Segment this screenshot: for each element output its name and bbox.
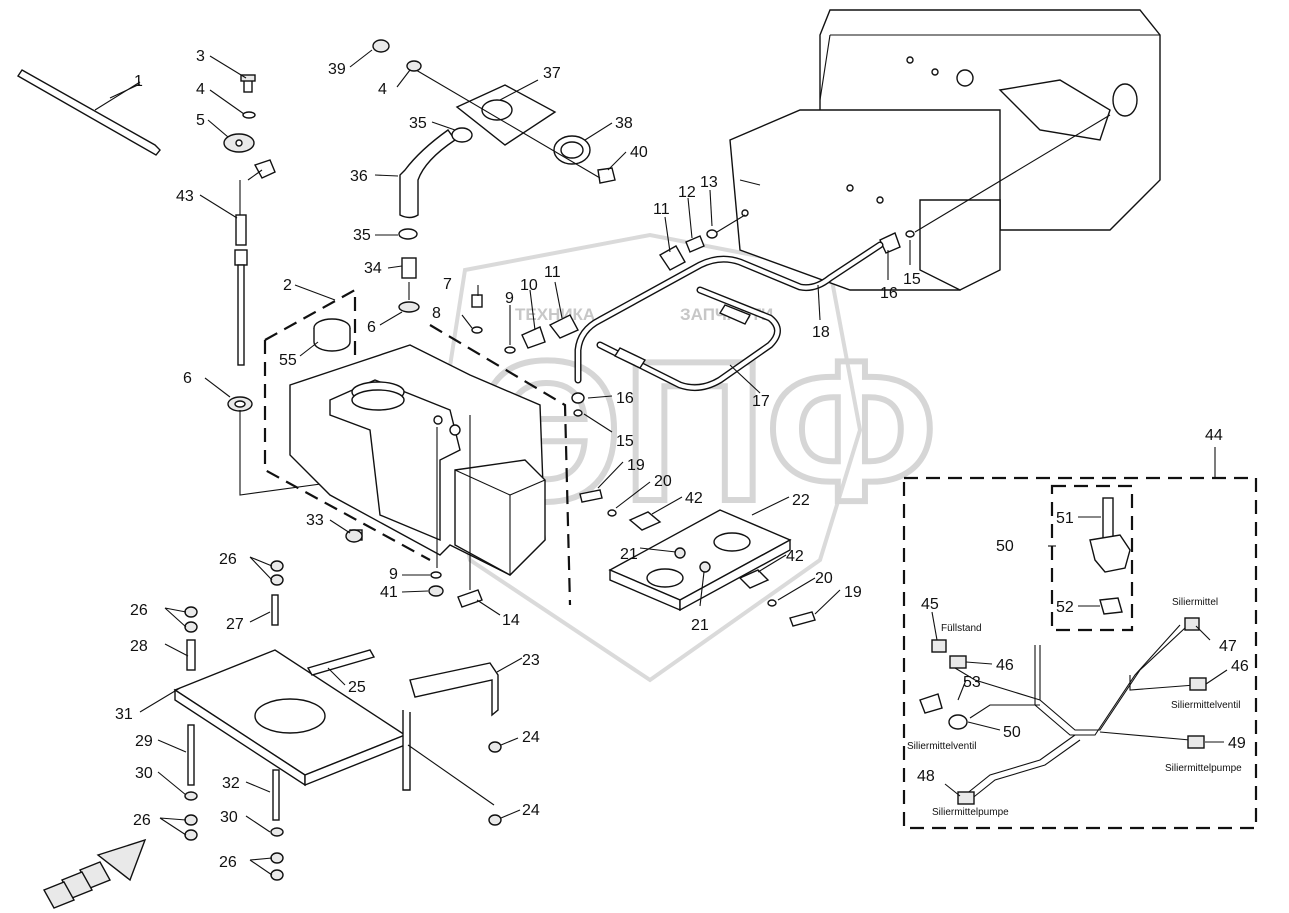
- callout-28: 28: [130, 638, 148, 655]
- callout-50b: 50: [1003, 724, 1021, 741]
- callout-26b: 26: [130, 602, 148, 619]
- watermark-big-letters: ЭПФ: [480, 320, 937, 543]
- callout-30: 30: [135, 765, 153, 782]
- pipes: [574, 241, 884, 392]
- callout-55: 55: [279, 352, 297, 369]
- callout-11b: 11: [653, 201, 670, 218]
- callout-20b: 20: [815, 570, 833, 587]
- callout-4: 4: [196, 81, 205, 98]
- callout-23: 23: [522, 652, 540, 669]
- callout-6: 6: [183, 370, 192, 387]
- callout-37: 37: [543, 65, 561, 82]
- callout-19: 19: [627, 457, 645, 474]
- leader-lines: [109, 49, 1228, 876]
- callout-26a: 26: [219, 551, 237, 568]
- callout-15b: 15: [616, 433, 634, 450]
- label-siliermittelpumpe-bottom: Siliermittelpumpe: [932, 807, 1009, 818]
- callout-42b: 42: [786, 548, 804, 565]
- callout-38: 38: [615, 115, 633, 132]
- machine-housing: [729, 9, 1161, 291]
- callout-48: 48: [917, 768, 935, 785]
- callout-39: 39: [328, 61, 346, 78]
- callout-52: 52: [1056, 599, 1074, 616]
- callout-14: 14: [502, 612, 520, 629]
- callout-31: 31: [115, 706, 133, 723]
- callout-21: 21: [620, 546, 638, 563]
- label-fuellstand: Füllstand: [941, 623, 982, 634]
- callout-21b: 21: [691, 617, 709, 634]
- callout-33: 33: [306, 512, 324, 529]
- level-sensor-assembly: [223, 74, 351, 496]
- label-siliermittelventil-left: Siliermittelventil: [907, 741, 976, 752]
- callout-15: 15: [903, 271, 921, 288]
- callout-27: 27: [226, 616, 244, 633]
- wiring-harness-box: [902, 447, 1258, 830]
- callout-1: 1: [134, 73, 143, 90]
- callout-32: 32: [222, 775, 240, 792]
- callout-49: 49: [1228, 735, 1246, 752]
- filler-assembly: [372, 39, 616, 313]
- callout-16: 16: [880, 285, 898, 302]
- callout-9b: 9: [389, 566, 398, 583]
- callout-17: 17: [752, 393, 770, 410]
- callout-46: 46: [996, 657, 1014, 674]
- callout-24: 24: [522, 729, 540, 746]
- harness-labels: Füllstand Siliermittel Siliermittelventi…: [907, 597, 1242, 818]
- cable-tie-part-1: [17, 69, 161, 156]
- tray-part-22: [579, 489, 816, 627]
- callout-5: 5: [196, 112, 205, 129]
- callout-53: 53: [963, 674, 981, 691]
- callout-8: 8: [432, 305, 441, 322]
- callout-numbers: 1 2 3 4 4 5 6 6 7 8 9 9 10 11 11 12 13 1…: [115, 48, 1249, 871]
- callout-36: 36: [350, 168, 368, 185]
- callout-34: 34: [364, 260, 382, 277]
- callout-3: 3: [196, 48, 205, 65]
- callout-51: 51: [1056, 510, 1074, 527]
- callout-13: 13: [700, 174, 718, 191]
- callout-6b: 6: [367, 319, 376, 336]
- callout-11: 11: [544, 264, 561, 281]
- callout-30b: 30: [220, 809, 238, 826]
- callout-2: 2: [283, 277, 292, 294]
- callout-35: 35: [353, 227, 371, 244]
- callout-29: 29: [135, 733, 153, 750]
- callout-35b: 35: [409, 115, 427, 132]
- label-siliermittelventil-right: Siliermittelventil: [1171, 700, 1240, 711]
- callout-44: 44: [1205, 427, 1223, 444]
- callout-19b: 19: [844, 584, 862, 601]
- callout-16b: 16: [616, 390, 634, 407]
- callout-18: 18: [812, 324, 830, 341]
- callout-9: 9: [505, 290, 514, 307]
- callout-24b: 24: [522, 802, 540, 819]
- callout-40: 40: [630, 144, 648, 161]
- base-plate-part-31: [173, 560, 502, 881]
- callout-22: 22: [792, 492, 810, 509]
- label-siliermittelpumpe-right: Siliermittelpumpe: [1165, 763, 1242, 774]
- callout-50: 50: [996, 538, 1014, 555]
- watermark: ТЕХНИКА ЗАПЧАСТИ ЭПФ: [437, 232, 940, 683]
- callout-10: 10: [520, 277, 538, 294]
- label-siliermittel: Siliermittel: [1172, 597, 1218, 608]
- fittings: [471, 114, 1111, 417]
- callout-46b: 46: [1231, 658, 1249, 675]
- callout-47: 47: [1219, 638, 1237, 655]
- callout-26c: 26: [133, 812, 151, 829]
- watermark-word-left: ТЕХНИКА: [515, 305, 595, 324]
- callout-7: 7: [443, 276, 452, 293]
- callout-12: 12: [678, 184, 696, 201]
- callout-41: 41: [380, 584, 398, 601]
- tank-part-2: [263, 288, 572, 606]
- callout-25: 25: [348, 679, 366, 696]
- callout-4b: 4: [378, 81, 387, 98]
- callout-42: 42: [685, 490, 703, 507]
- direction-arrow-icon: [43, 838, 147, 909]
- callout-26d: 26: [219, 854, 237, 871]
- callout-45: 45: [921, 596, 939, 613]
- callout-20: 20: [654, 473, 672, 490]
- callout-43: 43: [176, 188, 194, 205]
